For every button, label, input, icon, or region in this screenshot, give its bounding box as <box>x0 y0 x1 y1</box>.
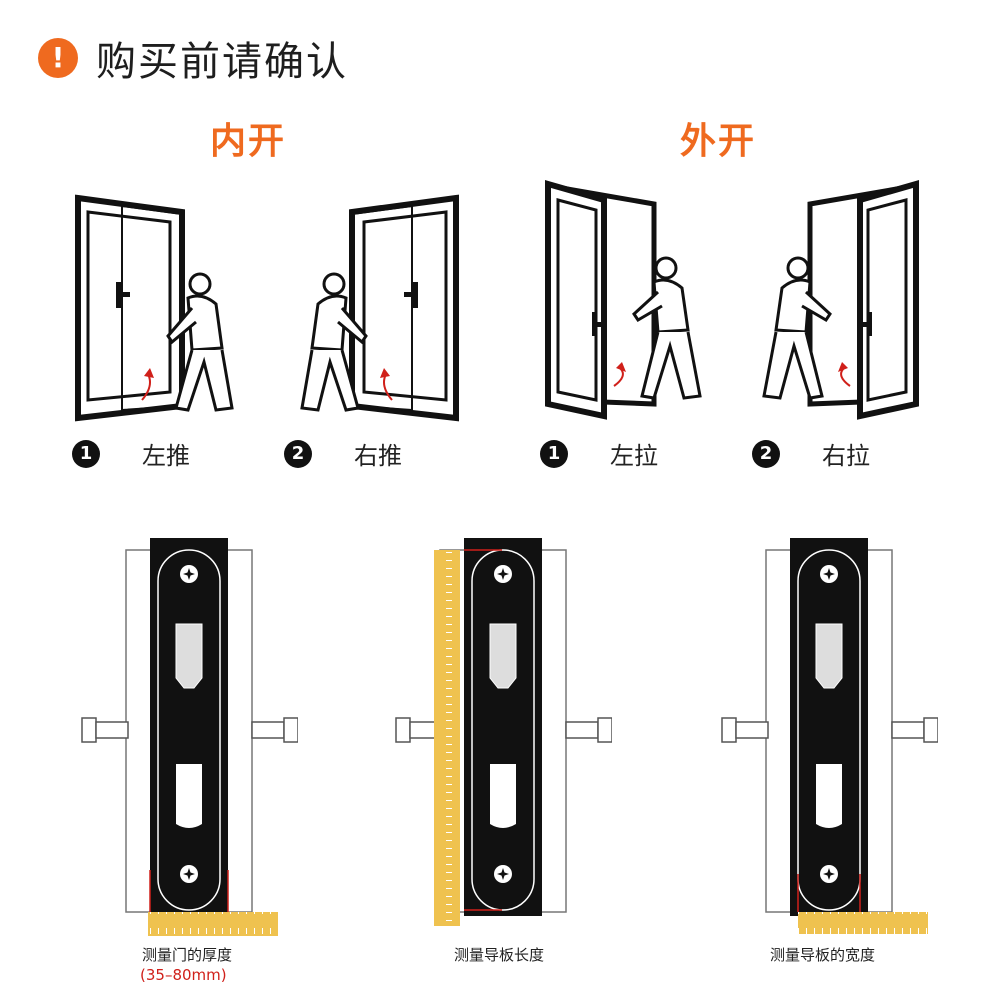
option-label: 左推 <box>142 442 190 470</box>
lock-length-illustration <box>395 538 612 926</box>
door-right-pull-illustration <box>762 180 919 420</box>
warning-icon: ! <box>38 38 78 78</box>
header: ! 购买前请确认 <box>38 30 348 86</box>
number-badge: 1 <box>72 439 100 468</box>
option-label: 右推 <box>354 442 402 470</box>
page-title: 购买前请确认 <box>96 39 348 85</box>
option-left-push: 1 左推 <box>72 436 190 471</box>
option-left-pull: 1 左拉 <box>540 436 658 471</box>
inward-title: 内开 <box>210 121 287 162</box>
lock-thickness-illustration <box>81 538 298 936</box>
option-right-pull: 2 右拉 <box>752 436 870 471</box>
door-left-push-illustration <box>75 194 234 422</box>
caption-thickness-range: (35–80mm) <box>140 966 227 984</box>
caption-plate-length: 测量导板长度 <box>454 946 545 964</box>
number-badge: 2 <box>752 439 780 468</box>
number-badge: 2 <box>284 439 312 468</box>
door-right-push-illustration <box>300 194 459 422</box>
option-label: 左拉 <box>610 442 658 470</box>
door-left-pull-illustration <box>545 180 702 420</box>
number-badge: 1 <box>540 439 568 468</box>
outward-title: 外开 <box>680 121 757 162</box>
caption-plate-width: 测量导板的宽度 <box>770 946 876 964</box>
caption-door-thickness: 测量门的厚度 <box>142 946 233 964</box>
option-right-push: 2 右推 <box>284 436 402 471</box>
lock-width-illustration <box>721 538 938 934</box>
option-label: 右拉 <box>822 442 870 470</box>
